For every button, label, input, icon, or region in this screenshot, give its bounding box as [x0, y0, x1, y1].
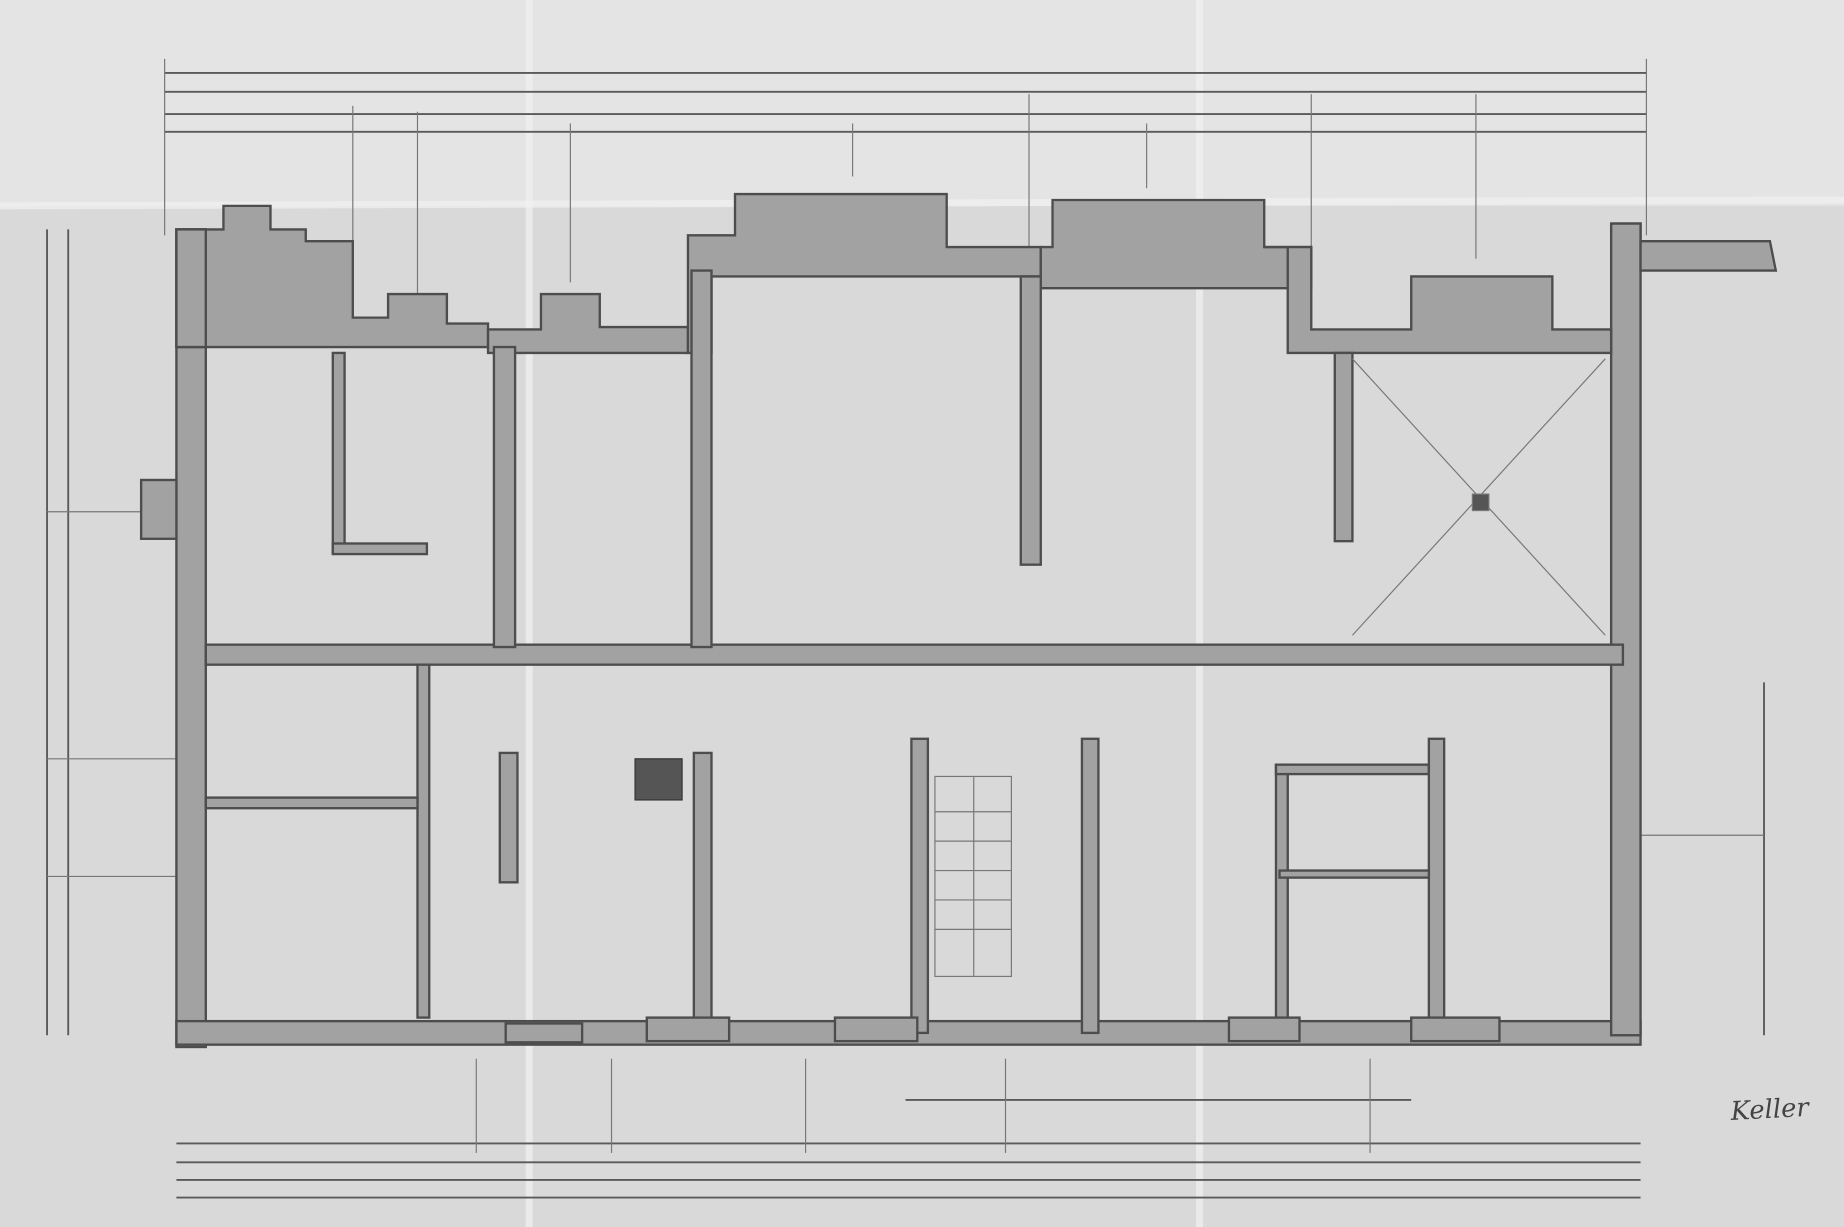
exterior-walls [139, 192, 1778, 1049]
corridor-wall [204, 643, 1625, 666]
dimension-lines-top [164, 58, 1648, 318]
vault-diagonals [1351, 358, 1606, 636]
paper-upper-shade [0, 0, 1844, 206]
window-piers [504, 1016, 1501, 1044]
level-label: Keller [1729, 1093, 1811, 1127]
dimension-lines-bottom [176, 1058, 1641, 1199]
dimension-lines-sides [46, 229, 1765, 1036]
interior-walls [204, 269, 1446, 1035]
chimney [634, 758, 683, 801]
staircase [934, 775, 1012, 978]
